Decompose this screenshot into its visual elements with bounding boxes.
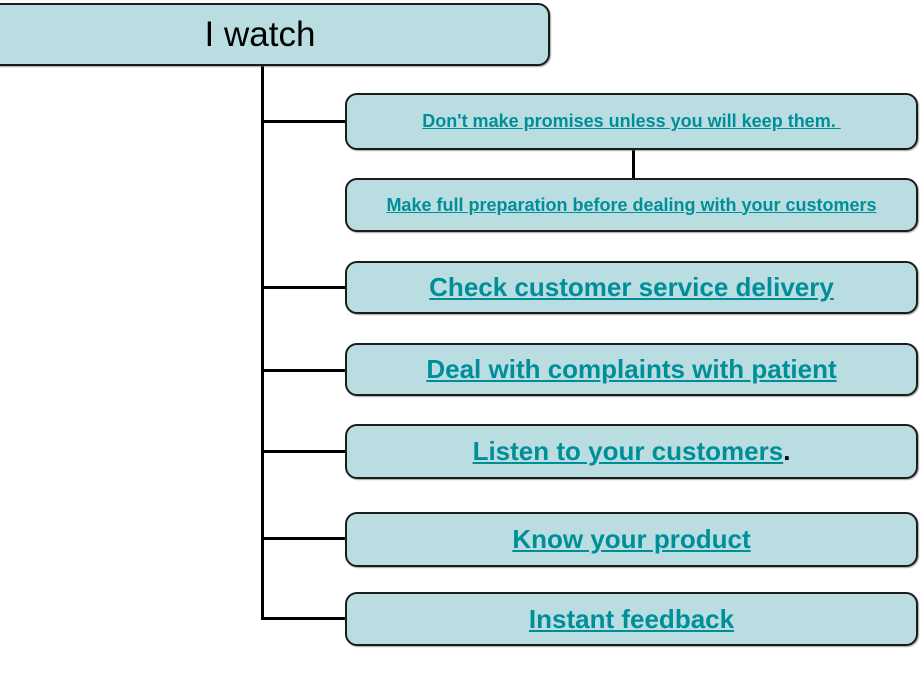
node-dont-make-promises[interactable]: Don't make promises unless you will keep… (345, 93, 918, 150)
link-listen-to-customers[interactable]: Listen to your customers (472, 436, 784, 466)
trunk-connector (261, 66, 264, 620)
branch-connector-4 (261, 369, 347, 372)
node-root[interactable]: I watch (0, 3, 550, 66)
link-instant-feedback[interactable]: Instant feedback (528, 603, 735, 634)
link-make-full-preparation[interactable]: Make full preparation before dealing wit… (386, 194, 877, 215)
link-check-customer-service[interactable]: Check customer service delivery (429, 272, 834, 302)
node-know-your-product[interactable]: Know your product (345, 512, 918, 567)
node-make-full-preparation[interactable]: Make full preparation before dealing wit… (345, 178, 918, 232)
node-deal-with-complaints[interactable]: Deal with complaints with patient (345, 343, 918, 396)
branch-connector-3 (261, 286, 347, 289)
branch-connector-5 (261, 450, 347, 453)
node-listen-to-customers[interactable]: Listen to your customers. (345, 424, 918, 479)
node1-node2-connector (632, 150, 635, 180)
branch-connector-6 (261, 537, 347, 540)
listen-suffix-period: . (783, 436, 791, 466)
root-label: I watch (204, 14, 316, 54)
branch-connector-1 (261, 120, 347, 123)
node-instant-feedback[interactable]: Instant feedback (345, 592, 918, 646)
branch-connector-7 (261, 617, 347, 620)
link-dont-make-promises[interactable]: Don't make promises unless you will keep… (422, 111, 841, 131)
link-deal-with-complaints[interactable]: Deal with complaints with patient (426, 354, 837, 384)
node-check-customer-service[interactable]: Check customer service delivery (345, 261, 918, 314)
link-know-your-product[interactable]: Know your product (512, 524, 751, 554)
